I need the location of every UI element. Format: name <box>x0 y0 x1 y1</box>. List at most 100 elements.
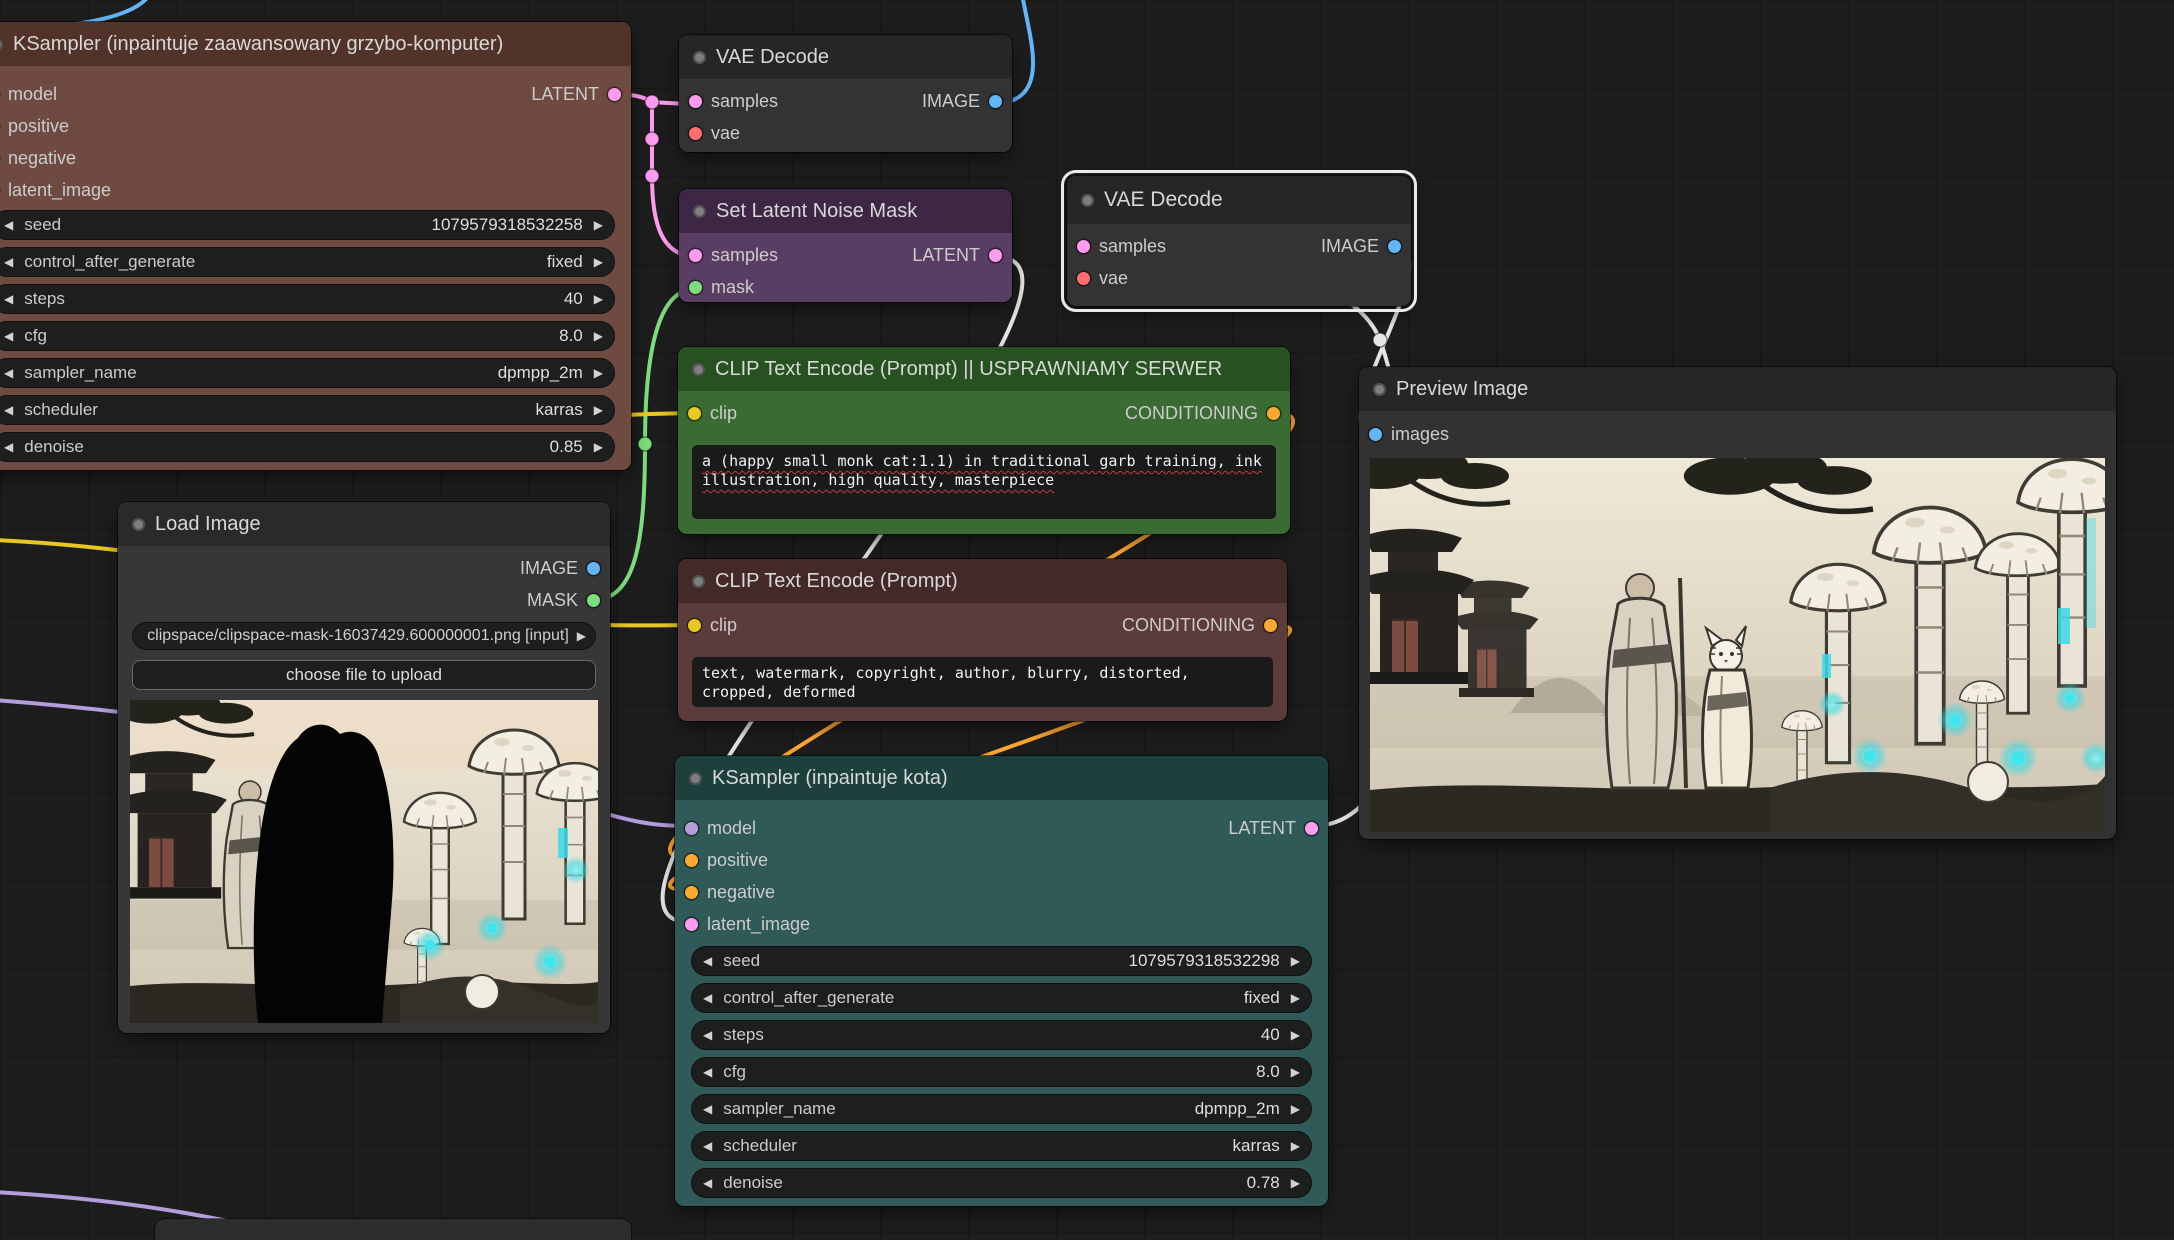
decrement-arrow-icon[interactable]: ◀ <box>4 366 14 380</box>
latent-output-port[interactable] <box>608 87 621 101</box>
decrement-arrow-icon[interactable]: ◀ <box>703 1176 713 1190</box>
steps-widget[interactable]: ◀ steps 40 ▶ <box>691 1020 1312 1050</box>
node-clip-text-encode-positive[interactable]: CLIP Text Encode (Prompt) || USPRAWNIAMY… <box>678 347 1290 534</box>
sampler-name-widget[interactable]: ◀ sampler_name dpmpp_2m ▶ <box>0 358 615 388</box>
node-header[interactable]: KSampler (inpaintuje zaawansowany grzybo… <box>0 22 631 66</box>
conditioning-output-port[interactable] <box>1267 406 1280 420</box>
node-header[interactable]: Load Image <box>118 502 610 546</box>
positive-input-port[interactable] <box>685 853 698 867</box>
steps-widget[interactable]: ◀ steps 40 ▶ <box>0 284 615 314</box>
reroute-dot[interactable] <box>644 168 660 184</box>
node-header[interactable]: VAE Decode <box>679 35 1012 79</box>
increment-arrow-icon[interactable]: ▶ <box>1290 991 1300 1005</box>
decrement-arrow-icon[interactable]: ◀ <box>703 991 713 1005</box>
node-cut-off-bottom[interactable] <box>155 1219 631 1240</box>
node-preview-image[interactable]: Preview Image images <box>1359 367 2116 839</box>
increment-arrow-icon[interactable]: ▶ <box>1290 954 1300 968</box>
image-output-port[interactable] <box>989 94 1002 108</box>
sampler-name-widget[interactable]: ◀ sampler_name dpmpp_2m ▶ <box>691 1094 1312 1124</box>
images-input-port[interactable] <box>1369 427 1382 441</box>
reroute-dot[interactable] <box>1372 332 1388 348</box>
latent-output-port[interactable] <box>989 248 1002 262</box>
node-header[interactable]: VAE Decode <box>1067 176 1411 224</box>
decrement-arrow-icon[interactable]: ◀ <box>703 1139 713 1153</box>
choose-file-button[interactable]: choose file to upload <box>132 660 596 690</box>
prompt-textarea[interactable]: a (happy small monk cat:1.1) in traditio… <box>692 445 1276 519</box>
increment-arrow-icon[interactable]: ▶ <box>1290 1139 1300 1153</box>
increment-arrow-icon[interactable]: ▶ <box>1290 1065 1300 1079</box>
denoise-widget[interactable]: ◀ denoise 0.78 ▶ <box>691 1168 1312 1198</box>
increment-arrow-icon[interactable]: ▶ <box>593 366 603 380</box>
increment-arrow-icon[interactable]: ▶ <box>593 440 603 454</box>
decrement-arrow-icon[interactable]: ◀ <box>4 329 14 343</box>
seed-widget[interactable]: ◀ seed 1079579318532258 ▶ <box>0 210 615 240</box>
image-output-port[interactable] <box>587 561 600 575</box>
latent-output-port[interactable] <box>1305 821 1318 835</box>
decrement-arrow-icon[interactable]: ◀ <box>4 403 14 417</box>
increment-arrow-icon[interactable]: ▶ <box>1290 1102 1300 1116</box>
latent-image-input-port[interactable] <box>685 917 698 931</box>
node-header[interactable]: Set Latent Noise Mask <box>679 189 1012 233</box>
control-after-generate-widget[interactable]: ◀ control_after_generate fixed ▶ <box>0 247 615 277</box>
node-vae-decode-top[interactable]: VAE Decode samples IMAGE vae <box>679 35 1012 152</box>
node-vae-decode-selected[interactable]: VAE Decode samples IMAGE vae <box>1061 170 1417 312</box>
increment-arrow-icon[interactable]: ▶ <box>1290 1028 1300 1042</box>
increment-arrow-icon[interactable]: ▶ <box>593 403 603 417</box>
decrement-arrow-icon[interactable]: ◀ <box>4 292 14 306</box>
vae-input-port[interactable] <box>689 126 702 140</box>
reroute-dot[interactable] <box>644 131 660 147</box>
samples-input-port[interactable] <box>689 248 702 262</box>
conditioning-output-port[interactable] <box>1264 618 1277 632</box>
samples-input-port[interactable] <box>1077 239 1090 253</box>
mask-output-port[interactable] <box>587 593 600 607</box>
cfg-widget[interactable]: ◀ cfg 8.0 ▶ <box>0 321 615 351</box>
node-ksampler-cat[interactable]: KSampler (inpaintuje kota) model LATENT … <box>675 756 1328 1206</box>
mask-input-port[interactable] <box>689 280 702 294</box>
node-header[interactable]: CLIP Text Encode (Prompt) || USPRAWNIAMY… <box>678 347 1290 391</box>
negative-input-port[interactable] <box>685 885 698 899</box>
vae-input-port[interactable] <box>1077 271 1090 285</box>
model-input-port[interactable] <box>685 821 698 835</box>
seed-widget[interactable]: ◀ seed 1079579318532298 ▶ <box>691 946 1312 976</box>
prompt-textarea[interactable]: text, watermark, copyright, author, blur… <box>692 657 1273 707</box>
node-header[interactable]: KSampler (inpaintuje kota) <box>675 756 1328 800</box>
node-ksampler-mushroom[interactable]: KSampler (inpaintuje zaawansowany grzybo… <box>0 22 631 470</box>
node-header[interactable]: CLIP Text Encode (Prompt) <box>678 559 1287 603</box>
combo-arrow-icon[interactable]: ▶ <box>576 629 586 643</box>
input-label: samples <box>711 244 779 265</box>
reroute-dot[interactable] <box>644 94 660 110</box>
cfg-widget[interactable]: ◀ cfg 8.0 ▶ <box>691 1057 1312 1087</box>
samples-input-port[interactable] <box>689 94 702 108</box>
control-after-generate-widget[interactable]: ◀ control_after_generate fixed ▶ <box>691 983 1312 1013</box>
decrement-arrow-icon[interactable]: ◀ <box>703 1065 713 1079</box>
increment-arrow-icon[interactable]: ▶ <box>593 292 603 306</box>
clip-input-port[interactable] <box>688 618 701 632</box>
decrement-arrow-icon[interactable]: ◀ <box>703 1028 713 1042</box>
image-file-combo[interactable]: clipspace/clipspace-mask-16037429.600000… <box>132 622 596 650</box>
scheduler-widget[interactable]: ◀ scheduler karras ▶ <box>0 395 615 425</box>
clip-input-port[interactable] <box>688 406 701 420</box>
slot-row: clip CONDITIONING <box>678 609 1287 641</box>
input-label: vae <box>1099 267 1129 288</box>
node-set-latent-noise-mask[interactable]: Set Latent Noise Mask samples LATENT mas… <box>679 189 1012 302</box>
widget-value: 0.85 <box>549 437 583 456</box>
slot-row: clip CONDITIONING <box>678 397 1290 429</box>
reroute-dot[interactable] <box>637 436 653 452</box>
increment-arrow-icon[interactable]: ▶ <box>593 218 603 232</box>
node-clip-text-encode-negative[interactable]: CLIP Text Encode (Prompt) clip CONDITION… <box>678 559 1287 721</box>
decrement-arrow-icon[interactable]: ◀ <box>703 1102 713 1116</box>
node-title: CLIP Text Encode (Prompt) || USPRAWNIAMY… <box>715 357 1223 380</box>
node-header[interactable]: Preview Image <box>1359 367 2116 411</box>
increment-arrow-icon[interactable]: ▶ <box>593 329 603 343</box>
increment-arrow-icon[interactable]: ▶ <box>593 255 603 269</box>
scheduler-widget[interactable]: ◀ scheduler karras ▶ <box>691 1131 1312 1161</box>
decrement-arrow-icon[interactable]: ◀ <box>4 218 14 232</box>
node-load-image[interactable]: Load Image IMAGE MASK clipspace/clipspac… <box>118 502 610 1033</box>
image-output-port[interactable] <box>1388 239 1401 253</box>
increment-arrow-icon[interactable]: ▶ <box>1290 1176 1300 1190</box>
denoise-widget[interactable]: ◀ denoise 0.85 ▶ <box>0 432 615 462</box>
decrement-arrow-icon[interactable]: ◀ <box>4 255 14 269</box>
decrement-arrow-icon[interactable]: ◀ <box>703 954 713 968</box>
decrement-arrow-icon[interactable]: ◀ <box>4 440 14 454</box>
